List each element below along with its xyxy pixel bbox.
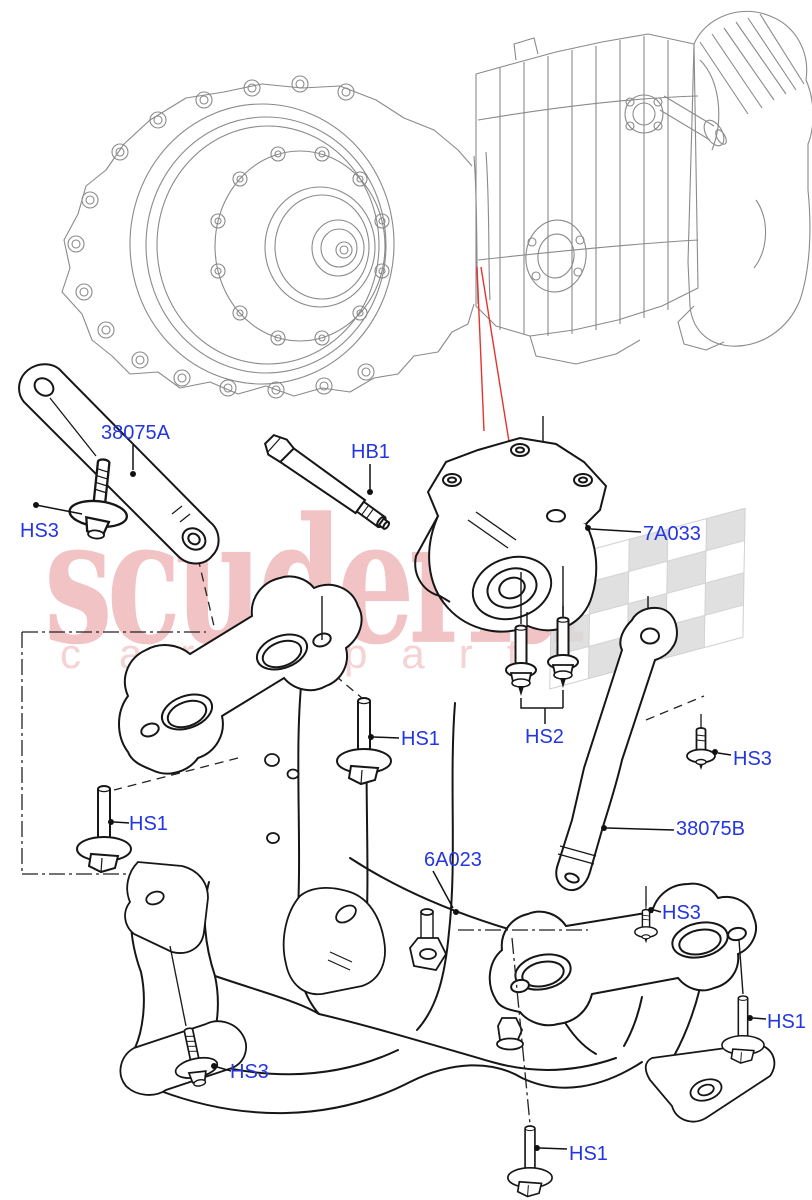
hs2-stud-pins [520, 566, 564, 624]
red-pointer-lines [476, 266, 511, 449]
part-7a033-mount [414, 416, 608, 633]
transmission-illustration [61, 10, 812, 399]
part-label-hs2: HS2 [525, 726, 564, 748]
subframe-6a023-details [119, 753, 776, 1123]
part-label-38075b: 38075B [676, 818, 745, 840]
part-label-hs1-middle: HS1 [401, 728, 440, 750]
part-label-6a023: 6A023 [424, 849, 482, 871]
label-leader-lines [35, 445, 767, 1150]
part-label-hs1-left: HS1 [129, 813, 168, 835]
part-label-hs1-bottom-right: HS1 [767, 1011, 806, 1033]
part-label-7a033: 7A033 [643, 523, 701, 545]
part-label-hs3-top-left: HS3 [20, 520, 59, 542]
part-38075a-brace [18, 363, 220, 565]
bolt-hb1-icon [263, 433, 391, 531]
part-label-hs1-bottom-center: HS1 [569, 1143, 608, 1165]
construction-lines-over [458, 929, 588, 1125]
part-38075b-brace [555, 596, 678, 891]
hs3-bottom-left-pin [169, 945, 187, 1027]
label-leader-dots [33, 471, 753, 1151]
part-label-hs3-small-right: HS3 [662, 902, 701, 924]
part-label-38075a: 38075A [101, 422, 170, 444]
hs2-bracket-leader [520, 690, 564, 724]
part-label-hs3-bottom-left: HS3 [230, 1061, 269, 1083]
part-label-hs3-right: HS3 [733, 748, 772, 770]
subframe-right-plate [488, 882, 757, 1027]
part-label-hb1: HB1 [351, 441, 390, 463]
subframe-top-plate [118, 575, 363, 775]
